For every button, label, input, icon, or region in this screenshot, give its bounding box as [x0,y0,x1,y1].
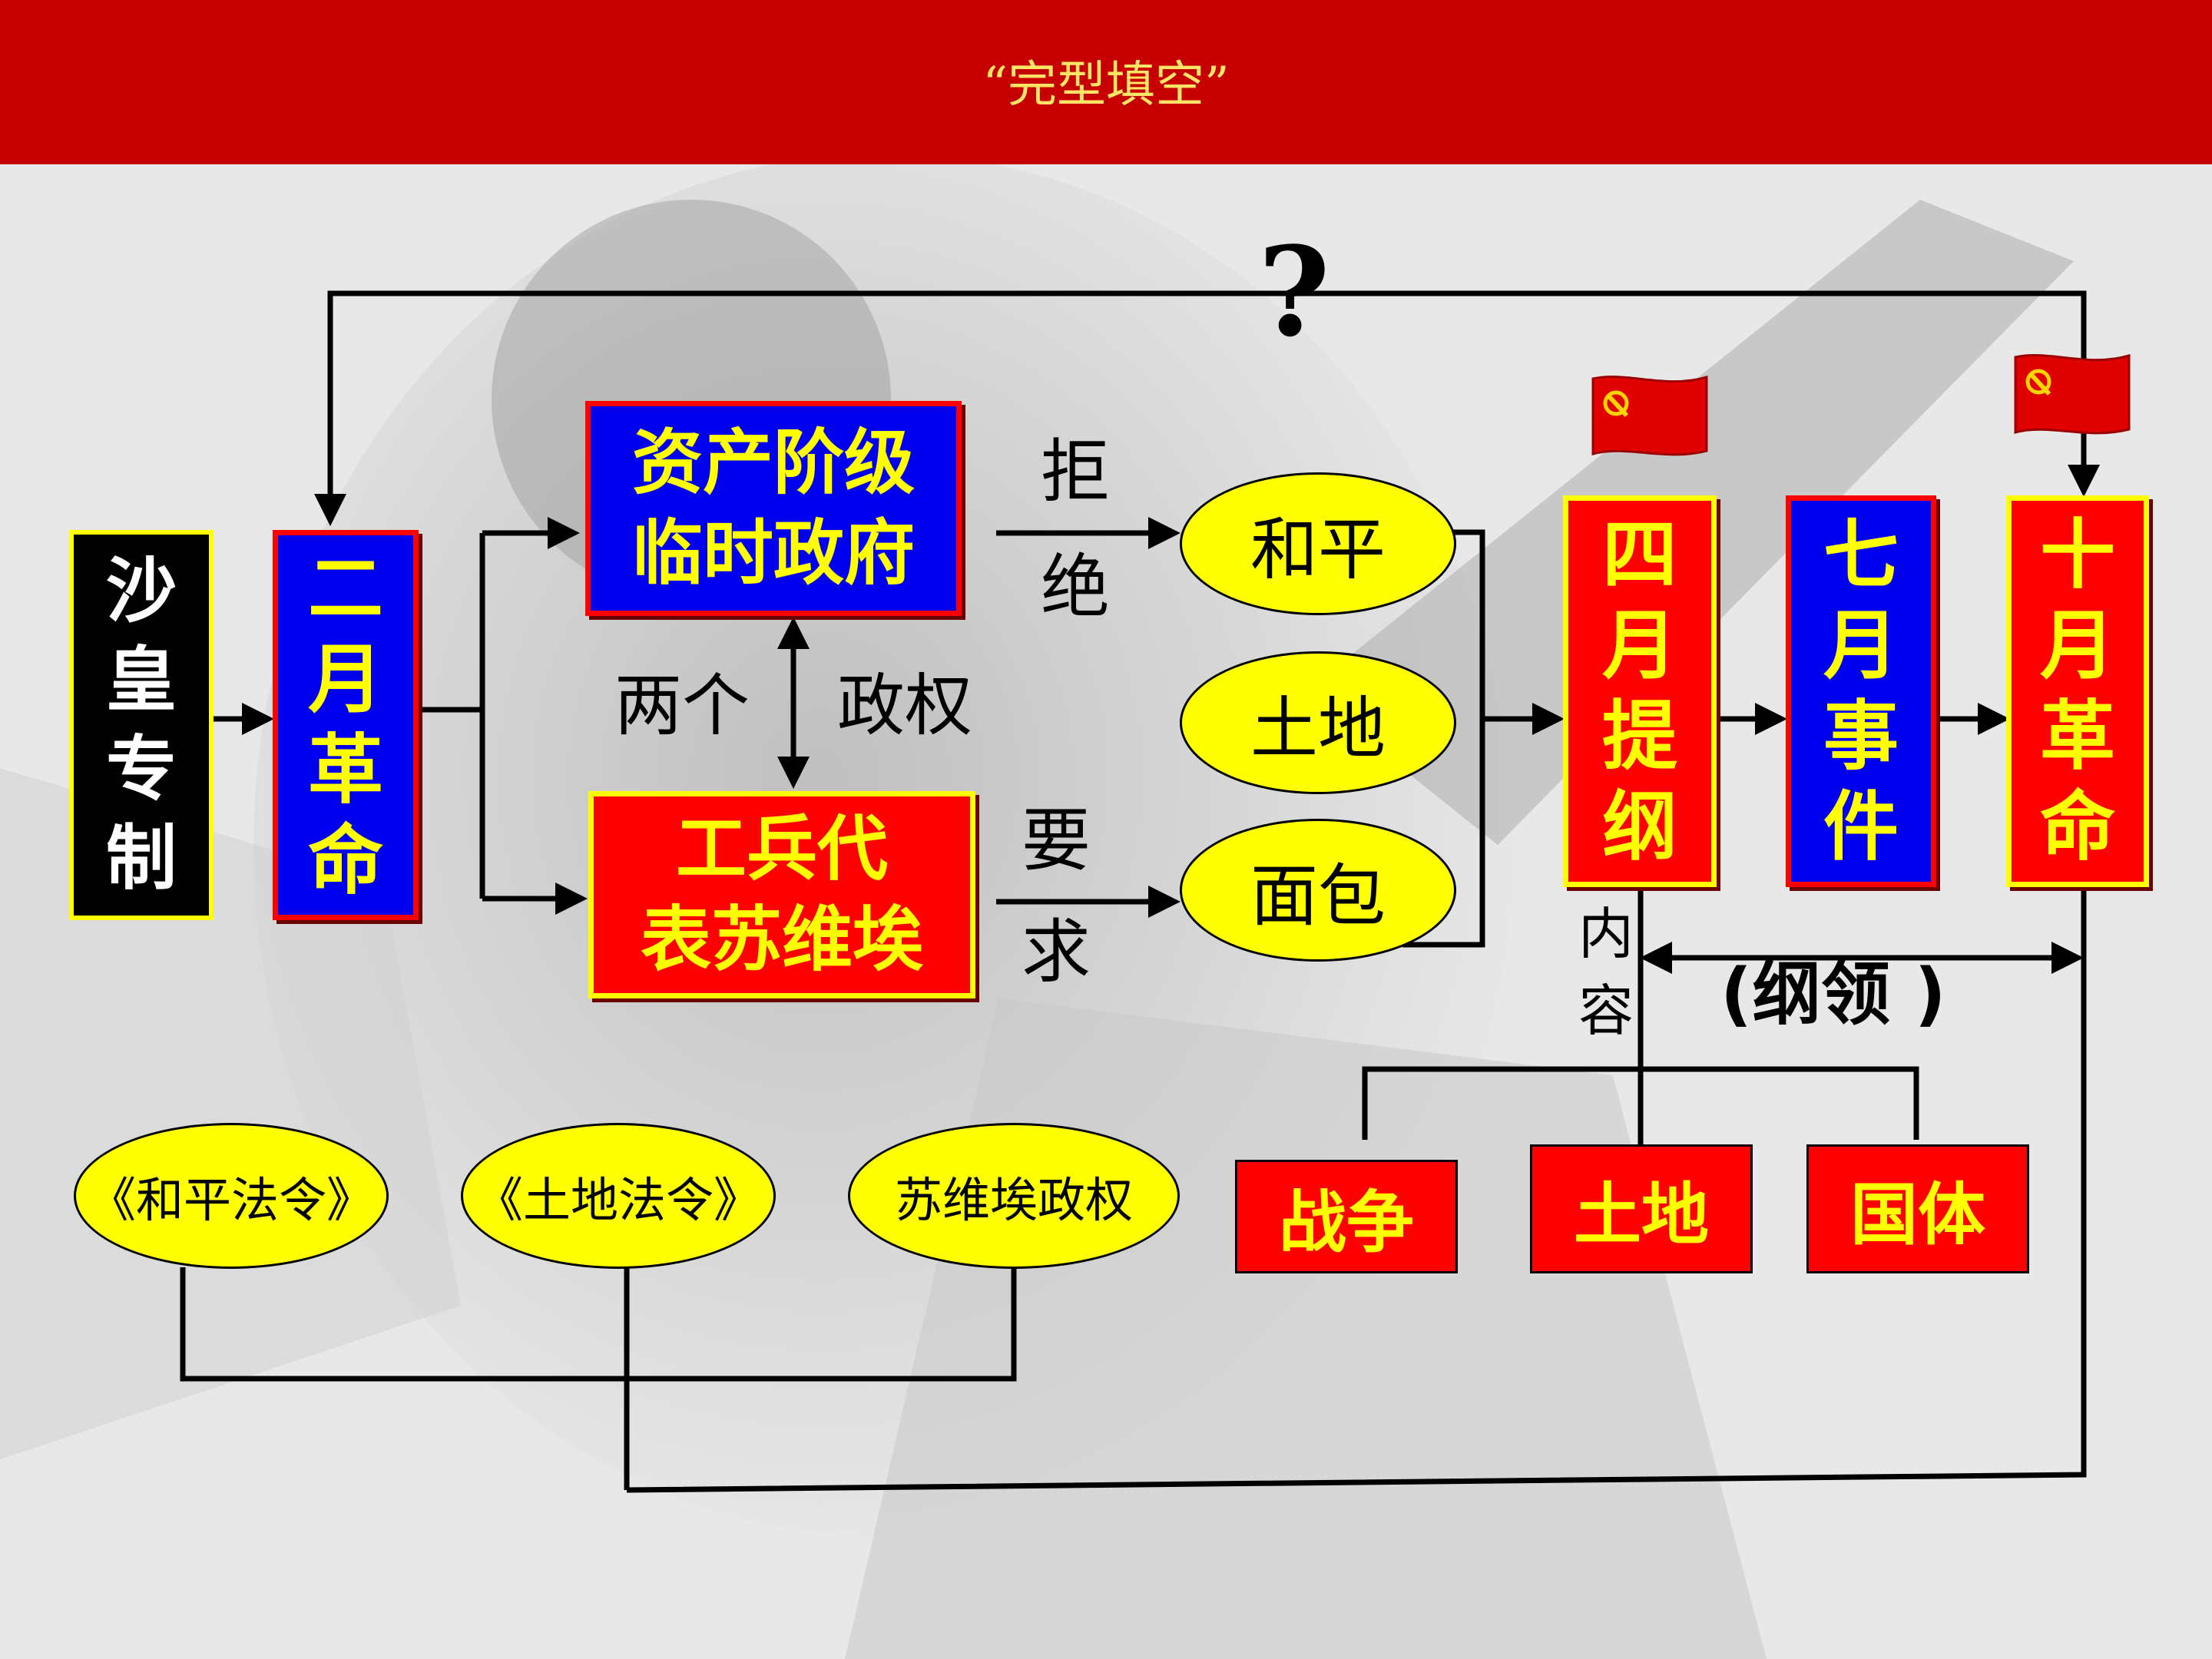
bread-label: 面包 [1250,856,1386,935]
refuse-char-1: 拒 [1041,432,1110,512]
soviet-box: 工兵代 表苏维埃 [588,791,975,998]
tsar-autocracy-box: 沙皇专制 [69,530,214,920]
provisional-government-line2: 临时政府 [631,512,915,594]
soviet-flag-icon [1591,375,1708,456]
state-system-box: 国体 [1806,1144,2029,1273]
tsar-autocracy-label: 沙皇专制 [106,550,177,899]
october-revolution-label: 十月革命 [2040,512,2116,871]
soviet-line2: 表苏维埃 [640,899,923,981]
peace-ellipse: 和平 [1180,472,1456,615]
land-decree-ellipse: 《土地法令》 [461,1123,776,1269]
dual-power-right-label: 政权 [837,666,973,745]
war-box: 战争 [1235,1160,1458,1273]
april-theses-label: 四月提纲 [1602,512,1678,871]
land-program-box: 土地 [1530,1144,1753,1273]
february-revolution-label: 二月革命 [308,545,384,905]
provisional-government-line1: 资产阶级 [631,422,915,504]
april-theses-box: 四月提纲 [1563,495,1717,887]
peace-decree-label: 《和平法令》 [88,1172,374,1228]
content-char-2: 容 [1578,979,1634,1043]
peace-decree-ellipse: 《和平法令》 [74,1123,389,1269]
dual-power-left-label: 两个 [614,666,750,745]
soviet-line1: 工兵代 [675,808,888,890]
land-program-label: 土地 [1573,1174,1709,1254]
state-system-label: 国体 [1849,1174,1985,1254]
february-revolution-box: 二月革命 [273,530,419,920]
soviet-power-label: 苏维埃政权 [894,1172,1133,1228]
provisional-government-box: 资产阶级 临时政府 [585,401,962,616]
slide-title: “完型填空” [982,57,1230,114]
question-mark: ? [1258,220,1330,364]
july-days-label: 七月事件 [1823,512,1899,871]
refuse-char-2: 绝 [1041,547,1110,628]
content-char-1: 内 [1578,902,1634,966]
title-bar [0,0,2212,164]
land-ellipse: 土地 [1180,651,1456,794]
program-label: (纲领 ) [1720,954,1946,1035]
land-label: 土地 [1250,688,1386,768]
peace-label: 和平 [1250,509,1386,589]
july-days-box: 七月事件 [1786,495,1936,887]
demand-char-1: 要 [1022,800,1091,881]
war-label: 战争 [1278,1182,1414,1262]
soviet-power-ellipse: 苏维埃政权 [848,1123,1180,1269]
bread-ellipse: 面包 [1180,819,1456,962]
soviet-flag-icon [2014,353,2131,435]
october-revolution-box: 十月革命 [2006,495,2149,887]
demand-char-2: 求 [1022,912,1091,992]
land-decree-label: 《土地法令》 [475,1172,761,1228]
